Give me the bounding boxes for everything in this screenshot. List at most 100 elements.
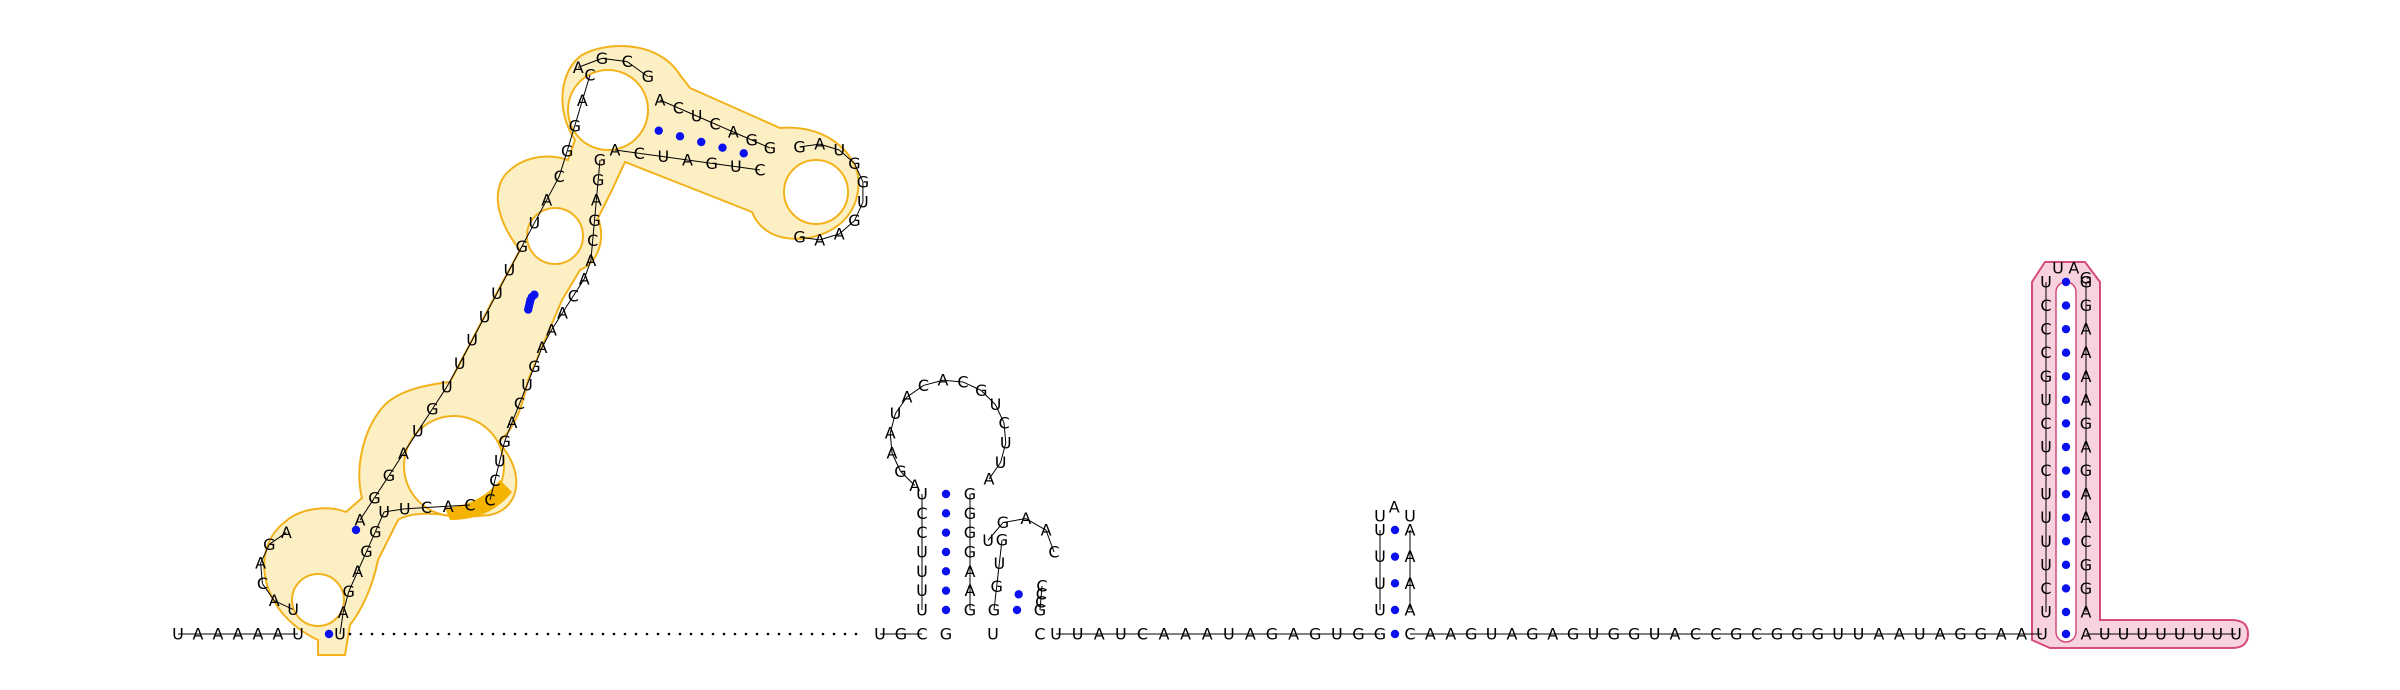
nucleotide-hairpinA: G [964, 485, 976, 504]
nucleotide-mid: C [1690, 625, 1701, 644]
nucleotide-hairpinC: A [1389, 498, 1400, 517]
gap-dot [414, 632, 418, 636]
base-pair-dot [2061, 395, 2071, 405]
backbone-segment [417, 408, 433, 432]
nucleotide-domain1: G [263, 535, 275, 554]
backbone-segment [962, 381, 982, 391]
nucleotide-domain1: U [334, 625, 346, 644]
loop-interior [567, 69, 649, 151]
nucleotide-mid: A [1996, 625, 2007, 644]
backbone-segment [558, 151, 568, 177]
backbone-segment [521, 222, 535, 247]
nucleotide-domain1: U [504, 260, 516, 279]
backbone-segment [854, 163, 864, 183]
nucleotide-domain1: A [338, 603, 349, 622]
nucleotide-domain1: A [507, 413, 518, 432]
gap-dot [590, 632, 594, 636]
nucleotide-hairpinC: A [1405, 547, 1416, 566]
backbone-segment [838, 149, 855, 164]
gap-dot [513, 632, 517, 636]
nucleotide-linker: U [1050, 625, 1062, 644]
base-pair-dot [1390, 525, 1400, 535]
backbone-segment [900, 470, 916, 486]
nucleotide-domain1: G [793, 228, 805, 247]
nucleotide-terminator: A [2081, 367, 2092, 386]
nucleotide-domain1: A [655, 91, 666, 110]
nucleotide-mid: G [1791, 625, 1803, 644]
nucleotide-hairpinA: A [984, 470, 995, 489]
nucleotide-mid: A [1425, 625, 1436, 644]
backbone-segment [357, 551, 367, 572]
nucleotide-5prime: A [233, 625, 244, 644]
nucleotide-hairpinA: C [916, 625, 927, 644]
backbone-segment [942, 379, 964, 383]
nucleotide-domain1: C [587, 231, 598, 250]
nucleotide-domain1: U [857, 193, 869, 212]
base-pair-dot [2061, 607, 2071, 617]
gap-dot [656, 632, 660, 636]
gap-dot [744, 632, 748, 636]
backbone-segment [889, 432, 893, 454]
nucleotide-mid: A [2016, 625, 2027, 644]
nucleotide-hairpinC: U [1374, 601, 1386, 620]
nucleotide-linker: G [1266, 625, 1278, 644]
backbone-segment [274, 600, 294, 610]
backbone-segment [696, 115, 716, 125]
nucleotide-domain1: C [709, 115, 720, 134]
nucleotide-hairpinC: U [1374, 547, 1386, 566]
nucleotide-domain1: A [255, 554, 266, 573]
nucleotide-domain1: G [793, 137, 805, 156]
nucleotide-domain1: A [591, 191, 602, 210]
backbone-segment [895, 396, 908, 414]
nucleotide-domain1: G [745, 131, 757, 150]
nucleotide-terminator: G [2080, 461, 2092, 480]
gap-dot [634, 632, 638, 636]
nucleotide-linker: C [1137, 625, 1148, 644]
nucleotide-hairpinA: G [975, 381, 987, 400]
nucleotide-domain1: A [557, 303, 568, 322]
gap-dot [689, 632, 693, 636]
nucleotide-domain1: G [561, 142, 573, 161]
nucleotide-hairpinC: U [1404, 507, 1416, 526]
nucleotide-terminator: G [2040, 367, 2052, 386]
gap-dot [854, 632, 858, 636]
nucleotide-hairpinA: C [957, 372, 968, 391]
backbone-segment [269, 532, 287, 545]
base-pair-dot [2061, 277, 2071, 287]
backbone-segment [592, 220, 596, 241]
nucleotide-hairpinB: C [1048, 543, 1059, 562]
backbone-segment [923, 379, 944, 386]
nucleotide-terminator: C [2080, 532, 2091, 551]
nucleotide-terminator: U [2040, 603, 2052, 622]
nucleotide-domain1: A [814, 135, 825, 154]
gap-dot [821, 632, 825, 636]
nucleotide-5prime: A [273, 625, 284, 644]
nucleotide-hairpinC: U [1374, 507, 1386, 526]
nucleotide-hairpinC: A [1405, 574, 1416, 593]
backbone-segment [534, 347, 543, 367]
base-pair-dot [2061, 419, 2071, 428]
backbone-segment [526, 366, 535, 386]
nucleotide-hairpinC: A [1405, 601, 1416, 620]
base-pair-dot [941, 605, 951, 615]
nucleotide-terminator: U [2040, 532, 2052, 551]
nucleotide-terminator: A [2081, 343, 2092, 362]
backbone-segment [995, 404, 1005, 424]
backbone-segment [374, 511, 385, 533]
nucleotide-domain1: U [441, 377, 453, 396]
backbone-segment [799, 143, 820, 148]
backbone-segment [663, 156, 688, 161]
backbone-segment [751, 139, 771, 149]
base-pair-dot [739, 149, 748, 158]
backbone-segment [499, 441, 506, 461]
loop-interior [783, 159, 849, 225]
backbone-segment [687, 159, 712, 164]
nucleotide-terminator: U [2040, 438, 2052, 457]
base-pair-dot [2061, 629, 2071, 639]
backbone-segment [590, 240, 594, 261]
gap-dot [436, 632, 440, 636]
backbone-segment [714, 123, 734, 133]
gap-dot [766, 632, 770, 636]
gap-dot [810, 632, 814, 636]
nucleotide-mid: U [1832, 625, 1844, 644]
